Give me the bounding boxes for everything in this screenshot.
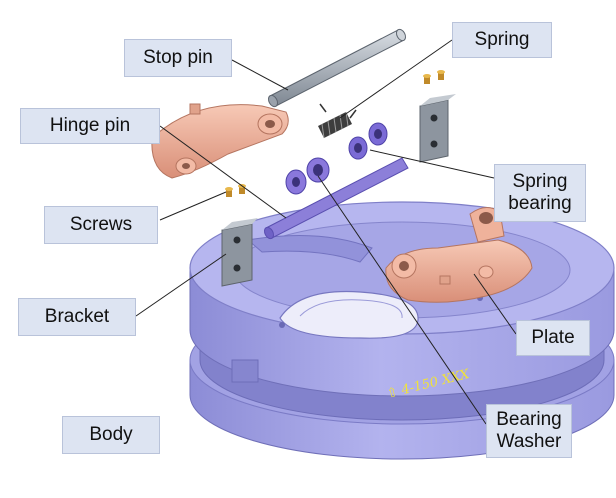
label-body: Body: [62, 416, 160, 454]
label-spring-bearing: Spring bearing: [494, 164, 586, 222]
leader-spring-bearing: [369, 149, 495, 179]
spring-part: [318, 103, 357, 139]
bearing-washer-1: [285, 169, 307, 195]
label-bearing-washer: Bearing Washer: [486, 404, 572, 458]
label-stop-pin: Stop pin: [124, 39, 232, 77]
label-plate-text: Plate: [531, 327, 575, 348]
leader-spring: [339, 39, 453, 119]
label-stop-pin-text: Stop pin: [143, 47, 213, 68]
spring-bearing-2: [368, 122, 388, 146]
label-screws: Screws: [44, 206, 158, 244]
stop-pin-part: [267, 28, 407, 108]
leader-bearing-washer: [317, 175, 487, 425]
screw-right-1: [423, 74, 431, 84]
spring-bearing-1: [348, 136, 368, 160]
bracket-right: [419, 94, 456, 163]
label-spring-bearing-line1: Spring: [512, 171, 568, 192]
leader-hinge-pin: [159, 125, 287, 219]
label-bearing-washer-line1: Bearing: [496, 409, 562, 430]
bracket-left: [221, 218, 258, 287]
leader-screws: [159, 191, 227, 221]
plate-upper: [151, 103, 289, 179]
leader-plate: [473, 273, 517, 335]
leader-bracket: [135, 253, 227, 317]
label-spring-text: Spring: [474, 29, 530, 50]
label-spring-bearing-line2: bearing: [508, 193, 572, 214]
leader-stop-pin: [231, 59, 289, 91]
label-hinge-pin-text: Hinge pin: [49, 115, 131, 136]
label-bracket: Bracket: [18, 298, 136, 336]
leader-lines: [135, 39, 517, 425]
screw-right-2: [437, 70, 445, 80]
bearing-washer-2: [306, 157, 330, 183]
label-plate: Plate: [516, 320, 590, 356]
label-body-text: Body: [89, 424, 133, 445]
label-bearing-washer-line2: Washer: [496, 431, 562, 452]
label-hinge-pin: Hinge pin: [20, 108, 160, 144]
label-screws-text: Screws: [69, 214, 133, 235]
screw-left-1: [225, 187, 233, 197]
label-spring: Spring: [452, 22, 552, 58]
hinge-pin-part: [263, 157, 409, 240]
label-bracket-text: Bracket: [44, 306, 110, 327]
